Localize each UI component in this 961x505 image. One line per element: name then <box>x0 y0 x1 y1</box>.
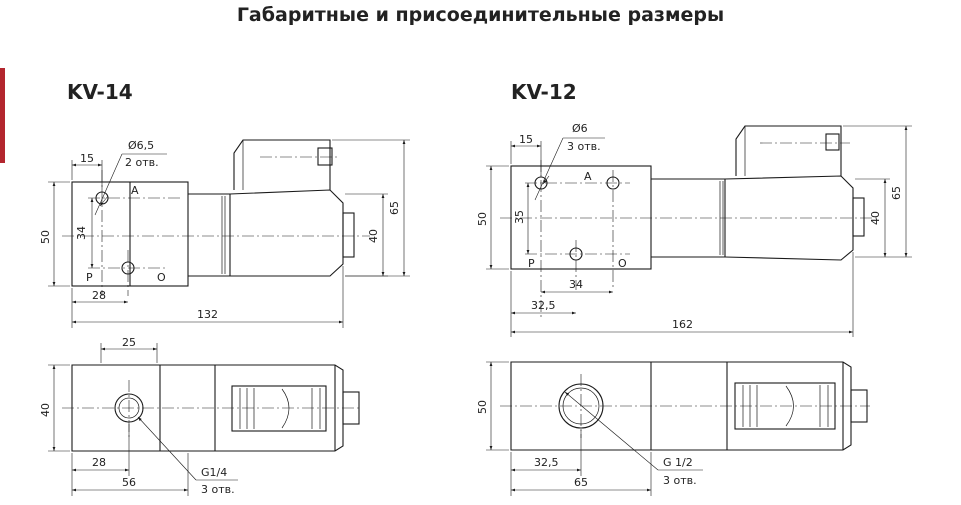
kv14-dim-width-value: 15 <box>80 152 94 165</box>
kv12-dim-height: 50 <box>476 165 509 270</box>
kv14-dim-side-length: 56 <box>72 453 189 496</box>
kv14-front-outline <box>62 139 370 296</box>
kv14-hole-count: 2 отв. <box>125 156 159 169</box>
page-title: Габаритные и присоединительные размеры <box>236 4 725 26</box>
kv12-port-a-label: A <box>584 170 592 183</box>
kv14-dim-side-port-x: 28 <box>71 424 130 496</box>
kv14-thread-count: 3 отв. <box>201 483 235 496</box>
kv12-dim-port-spacing-value: 35 <box>513 210 526 224</box>
kv12-port-o-label: O <box>618 257 627 270</box>
kv14-dim-port-x-value: 28 <box>92 289 106 302</box>
kv12-dim-total-height: 65 <box>843 125 912 258</box>
kv12-dim-total-height-value: 65 <box>890 186 903 200</box>
kv12-front-view: A P O 15 Ø6 3 отв. 50 35 <box>476 122 912 337</box>
kv14-thread-size: G1/4 <box>201 466 227 479</box>
kv14-dim-side-port-x-value: 28 <box>92 456 106 469</box>
model-title-kv14: KV-14 <box>67 80 133 104</box>
kv14-dim-side-height: 40 <box>39 364 70 452</box>
kv14-port-o-label: O <box>157 271 166 284</box>
kv14-dim-coil-height: 40 <box>345 193 388 277</box>
kv12-port-p-label: P <box>528 257 535 270</box>
kv12-thread-count: 3 отв. <box>663 474 697 487</box>
kv12-dim-height-value: 50 <box>476 212 489 226</box>
kv12-front-outline <box>500 125 880 318</box>
kv12-dim-coil-height: 40 <box>855 178 890 258</box>
kv12-dim-length-value: 162 <box>672 318 693 331</box>
red-accent-bar <box>0 68 5 163</box>
kv14-front-view: A P O 15 Ø6,5 2 отв. 50 34 <box>39 139 410 328</box>
kv12-dim-coil-height-value: 40 <box>869 211 882 225</box>
kv14-dim-side-port-width: 25 <box>100 336 158 363</box>
kv12-dim-side-height: 50 <box>476 361 509 451</box>
kv14-side-view: 25 40 28 56 G1/4 3 отв. <box>39 336 360 496</box>
kv14-dim-height-value: 50 <box>39 230 52 244</box>
kv12-hole-diameter: Ø6 <box>572 122 588 135</box>
kv14-dim-side-port-width-value: 25 <box>122 336 136 349</box>
kv12-side-outline <box>500 361 870 451</box>
kv14-dim-port-spacing-value: 34 <box>75 226 88 240</box>
kv14-dim-length-value: 132 <box>197 308 218 321</box>
kv12-dim-side-height-value: 50 <box>476 400 489 414</box>
kv12-dim-side-length-value: 65 <box>574 476 588 489</box>
kv14-dim-side-height-value: 40 <box>39 403 52 417</box>
kv14-dim-coil-height-value: 40 <box>367 229 380 243</box>
kv12-mounting-holes <box>534 176 620 261</box>
kv12-dim-port-dx: 34 <box>541 278 613 294</box>
kv12-dim-port-spacing: 35 <box>513 183 530 254</box>
kv14-side-outline <box>62 364 360 452</box>
kv12-dim-width: 15 <box>510 133 542 176</box>
kv14-dim-total-height: 65 <box>332 139 410 277</box>
kv14-hole-diameter: Ø6,5 <box>128 139 154 152</box>
kv12-dim-side-port-x: 32,5 <box>510 430 582 496</box>
kv12-side-view: 50 32,5 65 G 1/2 3 отв. <box>476 361 870 496</box>
model-title-kv12: KV-12 <box>511 80 577 104</box>
kv12-dim-port-dx-value: 34 <box>569 278 583 291</box>
kv14-thread-callout: G1/4 3 отв. <box>137 416 238 496</box>
kv12-dim-port-x: 32,5 <box>510 271 576 337</box>
kv14-dim-total-height-value: 65 <box>388 201 401 215</box>
kv12-hole-callout: Ø6 3 отв. <box>534 122 605 201</box>
kv14-dim-port-x: 28 <box>71 288 128 306</box>
kv14-dim-port-spacing: 34 <box>75 198 94 268</box>
kv14-port-p-label: P <box>86 271 93 284</box>
kv12-thread-size: G 1/2 <box>663 456 693 469</box>
kv14-dim-length: 132 <box>71 266 344 328</box>
kv12-dim-side-port-x-value: 32,5 <box>534 456 559 469</box>
kv12-dim-width-value: 15 <box>519 133 533 146</box>
kv14-dim-side-length-value: 56 <box>122 476 136 489</box>
kv12-dim-length: 162 <box>511 252 854 337</box>
kv14-dim-width: 15 <box>71 152 103 190</box>
kv14-port-a-label: A <box>131 184 139 197</box>
kv14-hole-callout: Ø6,5 2 отв. <box>94 139 167 216</box>
kv12-dim-port-x-value: 32,5 <box>531 299 556 312</box>
kv14-side-port <box>114 393 144 423</box>
kv14-dim-height: 50 <box>39 181 70 287</box>
kv12-hole-count: 3 отв. <box>567 140 601 153</box>
kv12-dim-side-length: 65 <box>511 452 652 496</box>
kv12-thread-callout: G 1/2 3 отв. <box>564 391 703 487</box>
kv12-side-port <box>558 383 604 429</box>
